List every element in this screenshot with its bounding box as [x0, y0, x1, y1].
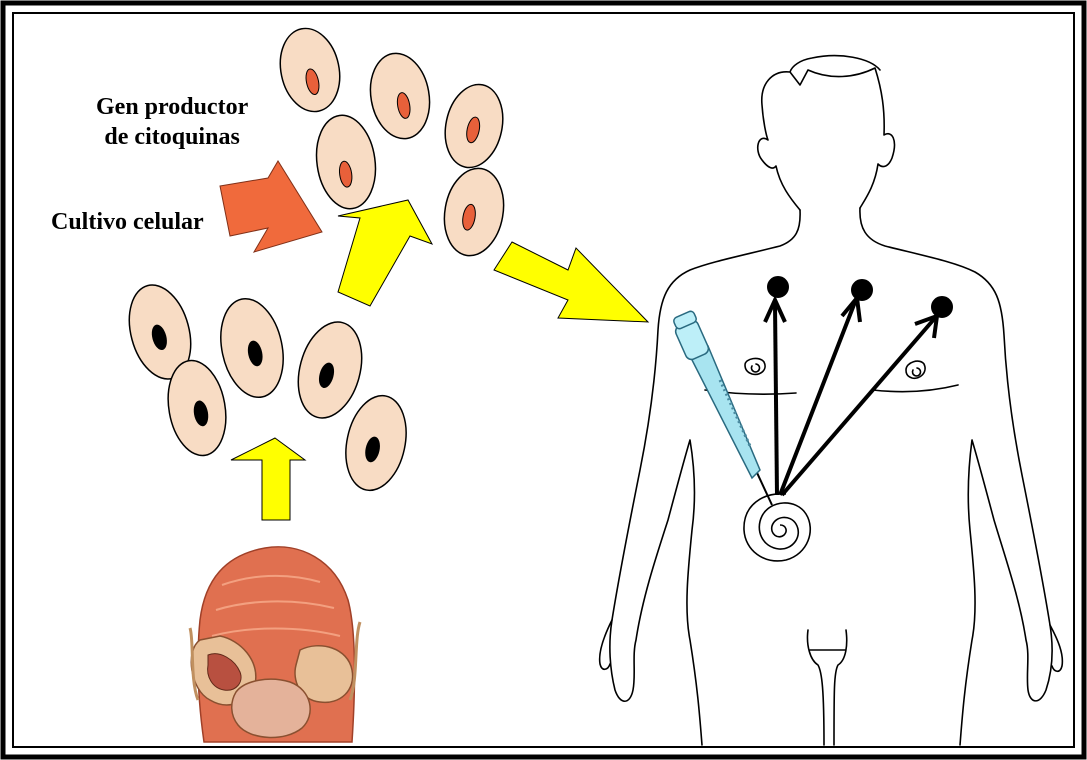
metastasis-arrows — [765, 278, 951, 495]
target-dot-middle — [853, 281, 871, 299]
right-side-outline — [860, 208, 1052, 745]
syringe-icon — [673, 310, 772, 505]
target-dot-left — [769, 278, 787, 296]
left-nipple — [745, 358, 765, 374]
head-outline — [758, 56, 895, 210]
culture-label: Cultivo celular — [51, 207, 204, 237]
gene-label-line2: de citoquinas — [96, 122, 248, 152]
orange-gene-arrow — [220, 161, 322, 252]
spiral-injection-site-icon — [744, 494, 810, 561]
right-nipple — [906, 361, 925, 378]
gene-label-line1: Gen productor — [96, 92, 248, 122]
yellow-arrow-up — [231, 438, 305, 520]
gene-label: Gen productor de citoquinas — [96, 92, 248, 152]
prostate-organ-icon — [190, 547, 360, 742]
yellow-arrow-to-body — [494, 242, 648, 322]
groin-outline — [807, 630, 846, 745]
yellow-arrow-diagonal-up — [338, 200, 432, 306]
arrow-up-middle — [780, 302, 855, 495]
target-dot-right — [933, 298, 951, 316]
right-pectoral-line — [873, 385, 958, 392]
human-body-outline-icon — [600, 56, 1063, 745]
arrow-up-right — [782, 318, 935, 495]
arrow-up-left — [775, 305, 777, 495]
